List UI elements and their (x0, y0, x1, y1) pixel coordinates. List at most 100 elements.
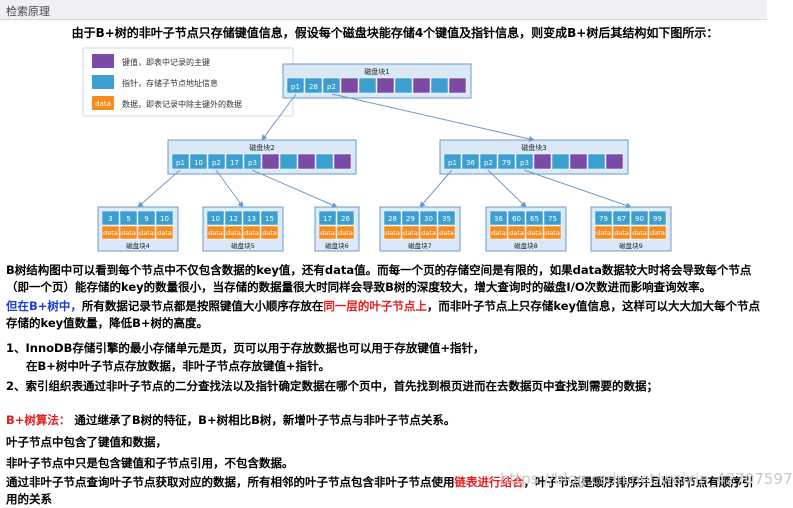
disk-block-7-data: data (385, 229, 400, 237)
paragraph-bplus-leaf: 但在B+树中，所有数据记录节点都是按照键值大小顺序存放在同一层的叶子节点上，而非… (6, 298, 761, 332)
disk-block-1-cell (394, 77, 413, 94)
paragraph-index-org: 2、索引组织表通过非叶子节点的二分查找法以及指针确定数据在哪个页中，首先找到根页… (6, 379, 658, 393)
disk-block-5-data-cell (224, 225, 243, 240)
disk-block-8-data: data (509, 229, 524, 237)
disk-block-1-cell-text: p1 (291, 83, 300, 91)
disk-block-5-key: 15 (265, 215, 274, 223)
disk-block-3-cell (497, 153, 516, 170)
disk-block-2-cell (189, 153, 208, 170)
linked-list-part2: ，叶子节点是顺序排序并且相邻节点有顺序引用的关系 (6, 475, 754, 506)
disk-block-4-data: data (103, 229, 118, 237)
section-header: 检索原理 (0, 0, 767, 20)
disk-block-7-data-cell (437, 225, 456, 240)
disk-block-7-key-cell (401, 210, 420, 226)
disk-block-9-label: 磁盘块9 (619, 241, 643, 250)
disk-block-5-data-cell (242, 225, 261, 240)
disk-block-2-cell (207, 153, 226, 170)
disk-block-9-data-cell (612, 225, 631, 240)
disk-block-1-cell (430, 77, 449, 94)
disk-block-8-data: data (491, 229, 506, 237)
legend-label-2: 指针，存储子节点地址信息 (122, 78, 218, 88)
disk-block-1-cell-text: 28 (309, 83, 318, 91)
disk-block-5-key: 13 (247, 215, 256, 223)
disk-block-3-cell (587, 153, 606, 170)
disk-block-7-data-cell (419, 225, 438, 240)
disk-block-7-data: data (439, 229, 454, 237)
disk-block-5-key: 12 (229, 215, 238, 223)
disk-block-8-data-cell (543, 225, 562, 240)
disk-block-8-key: 75 (548, 215, 557, 223)
paragraph-leaf-storage: 在B+树中叶子节点存放数据，非叶子节点存放键值+指针。 (26, 359, 331, 373)
legend-box (82, 47, 294, 117)
disk-block-7-data-cell (383, 225, 402, 240)
disk-block-6-key: 17 (323, 215, 332, 223)
disk-block-2-label: 磁盘块2 (249, 143, 274, 152)
paragraph-bplus-part2: ，而非叶子节点上只存储key值信息，这样可以大大加大每个节点存储的key值数量，… (6, 299, 761, 330)
disk-block-6-data: data (338, 229, 353, 237)
disk-block-8-data-cell (507, 225, 526, 240)
disk-block-8-data: data (545, 229, 560, 237)
disk-block-7-key: 28 (388, 215, 397, 223)
disk-block-2-cell (171, 153, 190, 170)
disk-block-3-cell-text: p3 (520, 159, 529, 167)
disk-block-7-data-cell (401, 225, 420, 240)
disk-block-9-key: 90 (635, 215, 644, 223)
edge-to-leaf-9 (523, 169, 632, 209)
disk-block-4-key: 9 (144, 215, 148, 223)
edge-root-to-block3 (331, 93, 535, 142)
legend-label-1: 键值，即表中记录的主键 (122, 57, 210, 67)
disk-block-8-key-cell (489, 210, 508, 226)
disk-block-2-cell (333, 153, 352, 170)
disk-block-4-data: data (121, 229, 136, 237)
disk-block-9-data-cell (594, 225, 613, 240)
paragraph-bplus-highlight: 同一层的叶子节点上 (323, 299, 427, 313)
disk-block-2-cell (279, 153, 298, 170)
disk-block-3-cell (443, 153, 462, 170)
disk-block-4-key: 3 (108, 215, 112, 223)
disk-block-5-key-cell (224, 210, 243, 226)
disk-block-4-key-cell (155, 210, 174, 226)
disk-block-9-data: data (632, 229, 647, 237)
disk-block-2-cell-text: p3 (248, 159, 257, 167)
paragraph-linked-list: 通过非叶子节点查询叶子节点获取对应的数据，所有相邻的叶子节点包含非叶子节点使用链… (6, 474, 761, 508)
disk-block-9-key: 87 (617, 215, 626, 223)
disk-block-1-cell (376, 77, 395, 94)
disk-block-6-data-cell (336, 225, 355, 240)
disk-block-8-key-cell (543, 210, 562, 226)
legend-swatch-3 (92, 96, 114, 110)
paragraph-nonleaf-content: 非叶子节点中只是包含键值和子节点引用，不包含数据。 (6, 456, 294, 470)
disk-block-4-data-cell (155, 225, 174, 240)
disk-block-2-cell (225, 153, 244, 170)
disk-block-4-data-cell (137, 225, 156, 240)
disk-block-5-data: data (208, 229, 223, 237)
disk-block-1-label: 磁盘块1 (364, 67, 389, 76)
linked-list-highlight: 链表进行结合 (454, 475, 524, 489)
edge-to-leaf-8 (487, 169, 527, 208)
disk-block-2-cell (315, 153, 334, 170)
paragraph-innodb-page: 1、InnoDB存储引擎的最小存储单元是页，页可以用于存放数据也可以用于存放键值… (6, 341, 485, 355)
disk-block-3-cell (551, 153, 570, 170)
disk-block-8-key-cell (525, 210, 544, 226)
disk-block-7-key-cell (437, 210, 456, 226)
disk-block-7-key-cell (419, 210, 438, 226)
section-title: 检索原理 (6, 5, 50, 18)
paragraph-algorithm: B+树算法： 通过继承了B树的特征，B+树相比B树，新增叶子节点与非叶子节点关系… (6, 412, 761, 429)
disk-block-3-cell (479, 153, 498, 170)
disk-block-4-key-cell (101, 210, 120, 226)
disk-block-8-data-cell (489, 225, 508, 240)
edge-to-leaf-5 (215, 169, 244, 208)
disk-block-4-key-cell (137, 210, 156, 226)
disk-block-8-key: 36 (494, 215, 503, 223)
disk-block-3-cell (461, 153, 480, 170)
disk-block-5-label: 磁盘块5 (231, 241, 255, 250)
disk-block-4-key: 5 (126, 215, 130, 223)
disk-block-4-data: data (157, 229, 172, 237)
legend-swatch-tag: data (95, 100, 111, 108)
disk-block-8-label: 磁盘块8 (514, 241, 538, 250)
disk-block-1-cell (322, 77, 341, 94)
disk-block-5-key-cell (242, 210, 261, 226)
disk-block-5-key: 10 (211, 215, 220, 223)
disk-block-7-data: data (421, 229, 436, 237)
disk-block-1-cell (304, 77, 323, 94)
disk-block-6-key: 26 (341, 215, 350, 223)
